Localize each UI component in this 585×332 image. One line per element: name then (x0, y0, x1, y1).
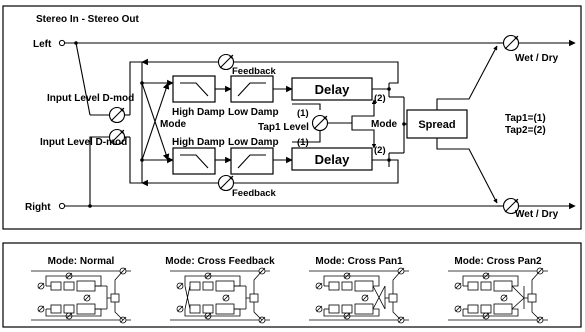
high-damp-top-block (172, 75, 216, 103)
mode-cross-pan2-thumb (448, 267, 548, 324)
mode-cross-feedback-thumb (170, 267, 270, 324)
input-level-top-label: Input Level D-mod (47, 93, 134, 104)
diagram-title: Stereo In - Stereo Out (36, 14, 139, 25)
mode-normal-label: Mode: Normal (48, 256, 115, 267)
mode-cross-pan2-label: Mode: Cross Pan2 (454, 256, 542, 267)
tap1-level-knob[interactable] (311, 114, 329, 132)
low-damp-top-block (230, 75, 274, 103)
wet-dry-bottom-label: Wet / Dry (515, 209, 559, 220)
delay-top-label: Delay (315, 82, 350, 97)
input-level-top-knob[interactable] (108, 106, 126, 124)
spread-block (406, 109, 468, 139)
right-input-label: Right (25, 202, 51, 213)
low-damp-bottom-label: Low Damp (228, 137, 279, 148)
high-damp-bottom-icon (180, 154, 209, 169)
feedback-bottom-label: Feedback (232, 188, 277, 199)
low-damp-bottom-icon (237, 154, 266, 169)
tap2-legend: Tap2=(2) (505, 125, 546, 136)
mode-thumbnails: Mode: Normal Mode: Cross Feedback Mode: … (31, 256, 548, 324)
tap-mark-2-top: (2) (374, 93, 386, 104)
low-damp-bottom-block (230, 147, 274, 175)
wet-dry-top-label: Wet / Dry (515, 53, 559, 64)
low-damp-top-label: Low Damp (228, 107, 279, 118)
spread-label: Spread (418, 119, 455, 131)
feedback-top-label: Feedback (232, 66, 277, 77)
high-damp-bottom-block (172, 147, 216, 175)
low-damp-top-icon (237, 82, 266, 97)
mode-left-label: Mode (160, 119, 187, 130)
left-input-jack (58, 39, 66, 47)
tap1-level-label: Tap1 Level (258, 122, 309, 133)
high-damp-top-label: High Damp (172, 107, 225, 118)
mode-cross-pan1-thumb (309, 267, 409, 324)
tap-mark-1-top: (1) (297, 108, 309, 119)
delay-bottom-block (291, 147, 373, 171)
right-input-jack (58, 202, 66, 210)
wet-dry-top-knob[interactable] (502, 34, 520, 52)
input-level-bottom-label: Input Level D-mod (40, 137, 127, 148)
mode-cross-pan1-label: Mode: Cross Pan1 (315, 256, 403, 267)
high-damp-bottom-label: High Damp (172, 137, 225, 148)
tap-mark-2-bottom: (2) (374, 145, 386, 156)
high-damp-top-icon (180, 82, 209, 97)
tap1-legend: Tap1=(1) (505, 113, 546, 124)
left-input-label: Left (33, 39, 52, 50)
mode-cross-feedback-label: Mode: Cross Feedback (165, 256, 275, 267)
mode-normal-thumb (31, 267, 131, 324)
delay-bottom-label: Delay (315, 152, 350, 167)
mode-right-label: Mode (371, 119, 398, 130)
